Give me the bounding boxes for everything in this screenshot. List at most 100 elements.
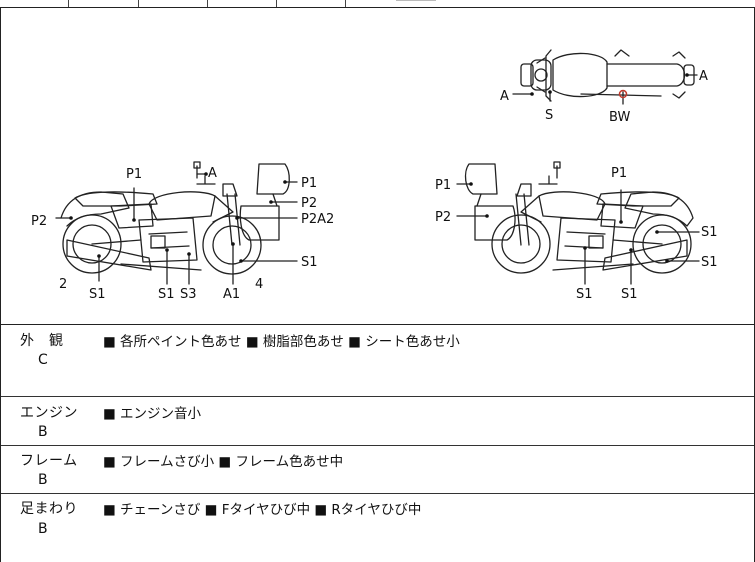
label-left-p2-front: P2 (31, 214, 47, 229)
right-side-motorcycle (464, 161, 694, 274)
exhaust-header (120, 263, 202, 271)
row-frame: フレーム B ■ フレームさび小 ■ フレーム色あせ中 (1, 446, 754, 494)
column-divider (138, 0, 139, 7)
top-view-side-cover (614, 49, 630, 57)
bw-marker-red (618, 89, 628, 99)
fuel-tank (148, 191, 216, 221)
engine-fins (564, 231, 606, 249)
damage-diagram-area: A S A BW A P1 P2 P1 P2 P2A2 S1 2 S1 S1 S… (0, 8, 755, 324)
top-view-front-tyre (520, 63, 534, 87)
label-left-p1-cowl: P1 (301, 176, 317, 191)
row-exterior: 外 観 C ■ 各所ペイント色あせ ■ 樹脂部色あせ ■ シート色あせ小 (1, 325, 754, 397)
cowl-upper (464, 163, 498, 195)
cowl-lower (239, 205, 280, 241)
front-rim (212, 225, 252, 265)
column-divider (345, 0, 346, 7)
engine-block (556, 217, 616, 263)
row-grade: B (38, 521, 48, 537)
frame-tube (212, 195, 234, 223)
row-label: フレーム (20, 453, 78, 469)
column-divider (207, 0, 208, 7)
swingarm (612, 239, 663, 245)
row-notes: ■ チェーンさび ■ Fタイヤひび中 ■ Rタイヤひび中 (103, 502, 422, 518)
engine-cover (588, 235, 604, 249)
rear-fender (624, 191, 694, 227)
rear-rim (642, 224, 682, 264)
handlebar (538, 165, 558, 185)
label-top-bw: BW (609, 110, 630, 125)
front-wheel (202, 215, 262, 275)
column-divider (276, 0, 277, 7)
label-right-p2-cowl: P2 (435, 210, 451, 225)
rear-rim (72, 224, 112, 264)
motorcycle-diagram: A S A BW A P1 P2 P1 P2 P2A2 S1 2 S1 S1 S… (31, 49, 718, 302)
fuel-tank (538, 191, 606, 221)
label-left-p2-cowl: P2 (301, 196, 317, 211)
top-view-mirror-stem (536, 57, 546, 93)
label-top-a-right: A (699, 69, 708, 84)
cowl-lower (474, 205, 516, 241)
label-left-p2a2: P2A2 (301, 212, 334, 227)
column-divider (68, 0, 69, 7)
label-top-a-left: A (500, 89, 509, 104)
row-undercarriage: 足まわり B ■ チェーンさび ■ Fタイヤひび中 ■ Rタイヤひび中 (1, 494, 754, 562)
label-top-s: S (545, 108, 553, 123)
row-notes: ■ エンジン音小 (103, 406, 202, 422)
top-table-strip (0, 0, 755, 8)
row-grade: B (38, 424, 48, 440)
condition-rows: 外 観 C ■ 各所ペイント色あせ ■ 樹脂部色あせ ■ シート色あせ小 エンジ… (0, 324, 755, 562)
exhaust-header (552, 263, 634, 271)
cowl-link (272, 193, 278, 207)
left-side-motorcycle (60, 161, 290, 275)
cut-off-text-mark (396, 0, 436, 1)
engine-cover (150, 235, 166, 249)
top-view-exhaust (580, 93, 662, 97)
frame-tube (520, 195, 542, 223)
label-right-s1-a: S1 (576, 287, 593, 302)
swingarm (91, 239, 142, 245)
label-right-p1-tank: P1 (611, 166, 627, 181)
top-view-headlight (530, 59, 552, 91)
row-notes: ■ フレームさび小 ■ フレーム色あせ中 (103, 454, 344, 470)
row-grade: B (38, 472, 48, 488)
row-label: エンジン (20, 405, 78, 421)
label-right-s1-upper: S1 (701, 225, 718, 240)
exhaust-pipe (66, 239, 152, 271)
label-left-s1-a: S1 (89, 287, 106, 302)
top-view-handlebar (545, 49, 552, 102)
label-left-s1-right: S1 (301, 255, 318, 270)
label-left-a-mirror: A (208, 166, 217, 181)
headlight (222, 183, 238, 197)
rear-fender (60, 191, 130, 227)
cowl-link (476, 193, 482, 207)
label-right-s1-b: S1 (621, 287, 638, 302)
row-engine: エンジン B ■ エンジン音小 (1, 397, 754, 446)
row-label: 足まわり (20, 501, 78, 517)
side-cover (110, 203, 154, 229)
top-view-motorcycle (520, 49, 695, 102)
label-left-s3: S3 (180, 287, 197, 302)
row-grade: C (38, 352, 48, 368)
side-cover (600, 203, 644, 229)
top-view-grab-rail (672, 91, 686, 99)
front-fork (226, 193, 241, 246)
front-rim (501, 224, 541, 264)
top-view-grab-rail (672, 51, 686, 59)
top-view-gauge (534, 68, 548, 82)
label-right-p1-cowl: P1 (435, 178, 451, 193)
top-view-seat (606, 63, 686, 87)
mirror (553, 161, 561, 169)
row-notes: ■ 各所ペイント色あせ ■ 樹脂部色あせ ■ シート色あせ小 (103, 334, 460, 350)
top-view-fuel-tank (552, 52, 608, 98)
engine-block (138, 217, 198, 263)
damage-markers (69, 73, 689, 263)
label-right-s1-lower: S1 (701, 255, 718, 270)
row-label: 外 観 (20, 333, 64, 349)
label-left-a1: A1 (223, 287, 240, 302)
front-fork (515, 193, 530, 246)
headlight (516, 183, 532, 197)
label-left-s1-b: S1 (158, 287, 175, 302)
label-left-2: 2 (59, 277, 67, 292)
mirror (193, 161, 201, 169)
